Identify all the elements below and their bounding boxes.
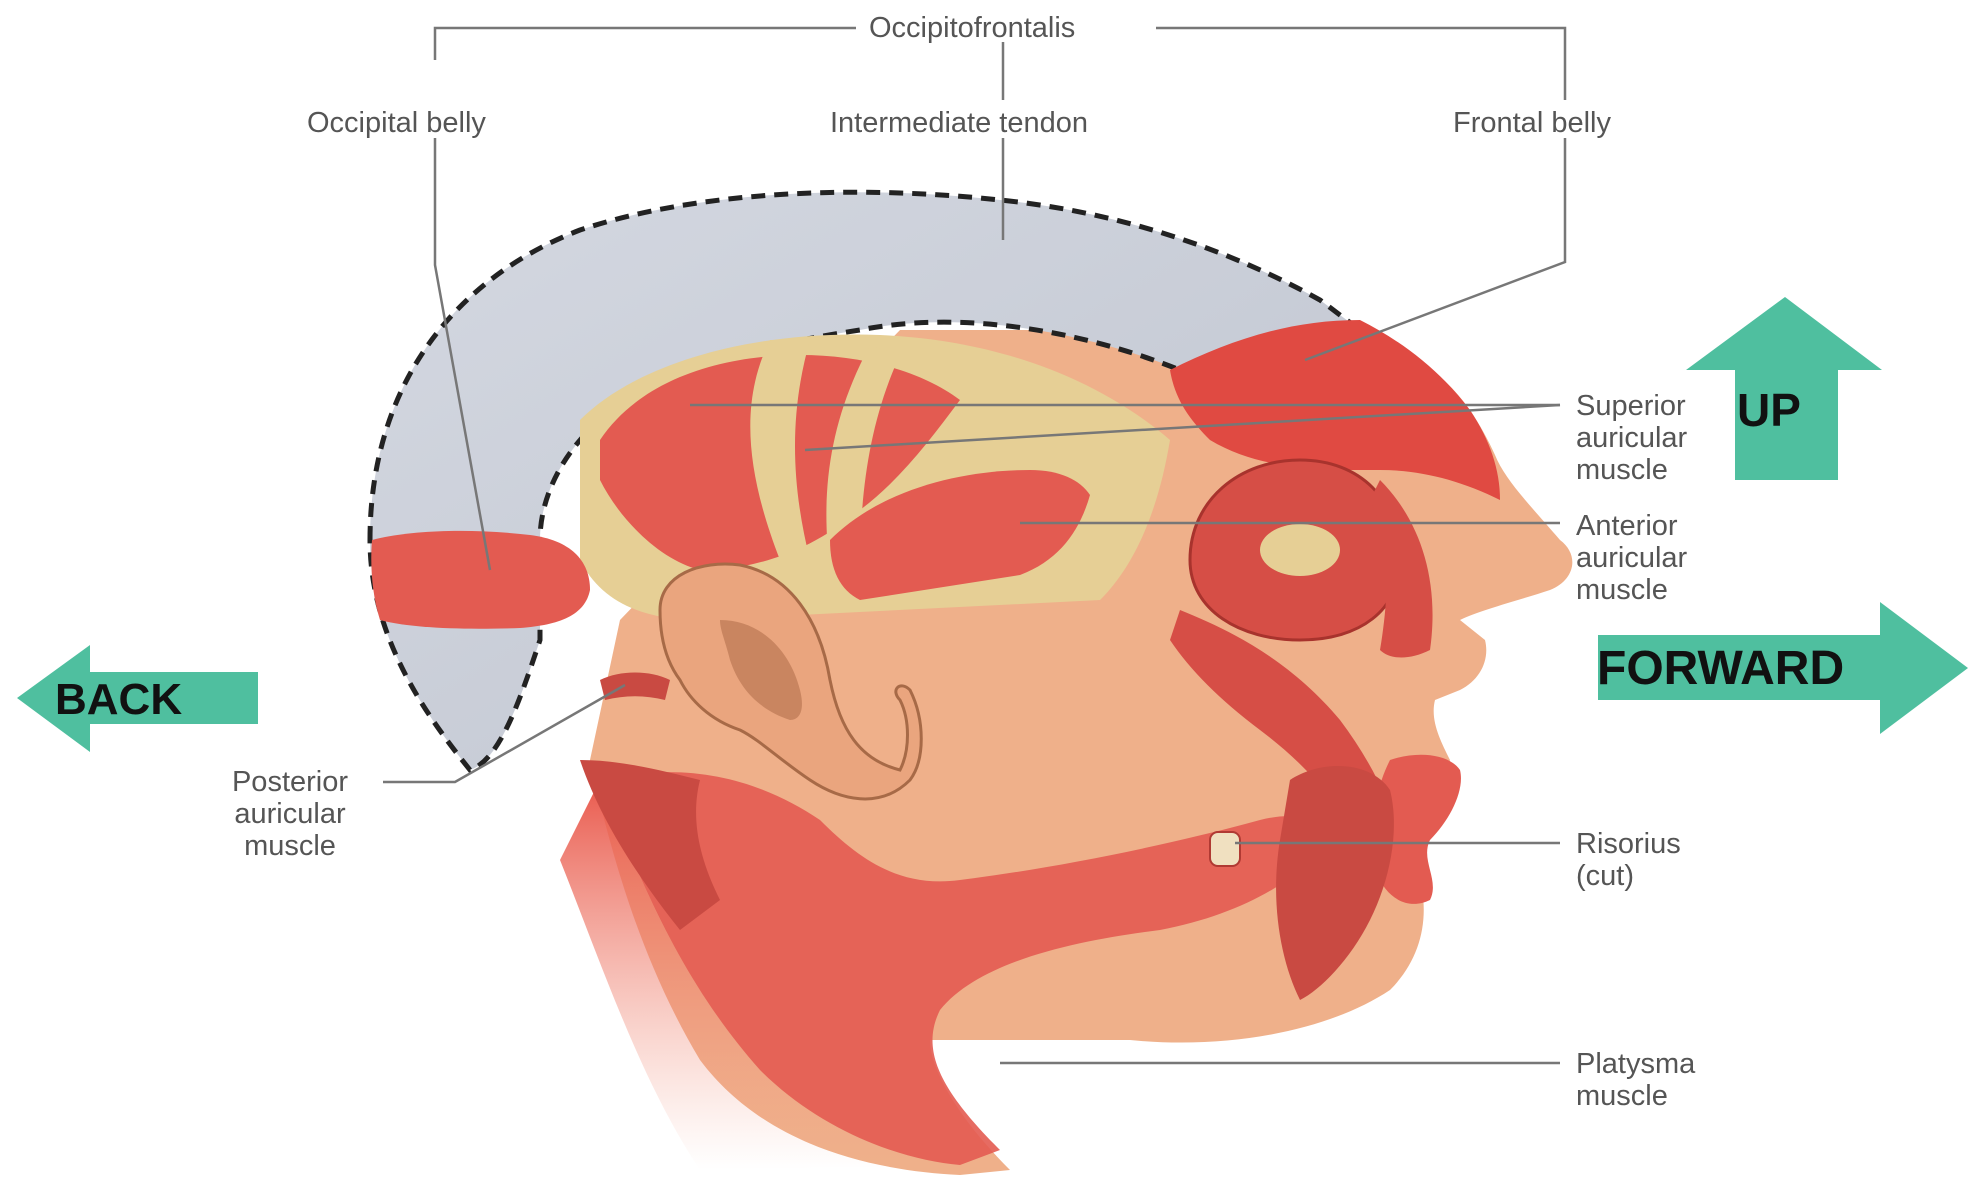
- back-arrow-label: BACK: [55, 675, 182, 725]
- label-line: muscle: [1576, 574, 1687, 606]
- occipital-belly-shape: [371, 531, 590, 629]
- leader-occipitofrontalis-left: [435, 28, 856, 60]
- label-line: Posterior: [200, 766, 380, 798]
- label-occipitofrontalis: Occipitofrontalis: [869, 12, 1075, 44]
- label-line: Anterior: [1576, 510, 1687, 542]
- label-anterior-auricular: Anterior auricular muscle: [1576, 510, 1687, 606]
- label-line: auricular: [1576, 422, 1687, 454]
- label-line: muscle: [200, 830, 380, 862]
- leader-occipitofrontalis-right: [1156, 28, 1565, 100]
- risorius-stub: [1210, 832, 1240, 866]
- label-posterior-auricular: Posterior auricular muscle: [200, 766, 380, 862]
- label-line: muscle: [1576, 454, 1687, 486]
- forward-arrow-label: FORWARD: [1597, 641, 1844, 696]
- label-intermediate-tendon: Intermediate tendon: [830, 107, 1088, 139]
- label-risorius: Risorius (cut): [1576, 828, 1681, 892]
- label-line: Superior: [1576, 390, 1687, 422]
- label-frontal-belly: Frontal belly: [1453, 107, 1611, 139]
- label-platysma: Platysma muscle: [1576, 1048, 1695, 1112]
- up-arrow-label: UP: [1737, 383, 1801, 437]
- label-line: Platysma: [1576, 1048, 1695, 1080]
- label-line: auricular: [1576, 542, 1687, 574]
- label-line: (cut): [1576, 860, 1681, 892]
- label-superior-auricular: Superior auricular muscle: [1576, 390, 1687, 486]
- label-line: muscle: [1576, 1080, 1695, 1112]
- label-line: Risorius: [1576, 828, 1681, 860]
- posterior-auricular-shape: [600, 673, 670, 701]
- label-line: auricular: [200, 798, 380, 830]
- label-occipital-belly: Occipital belly: [307, 107, 486, 139]
- eye-area: [1260, 524, 1340, 576]
